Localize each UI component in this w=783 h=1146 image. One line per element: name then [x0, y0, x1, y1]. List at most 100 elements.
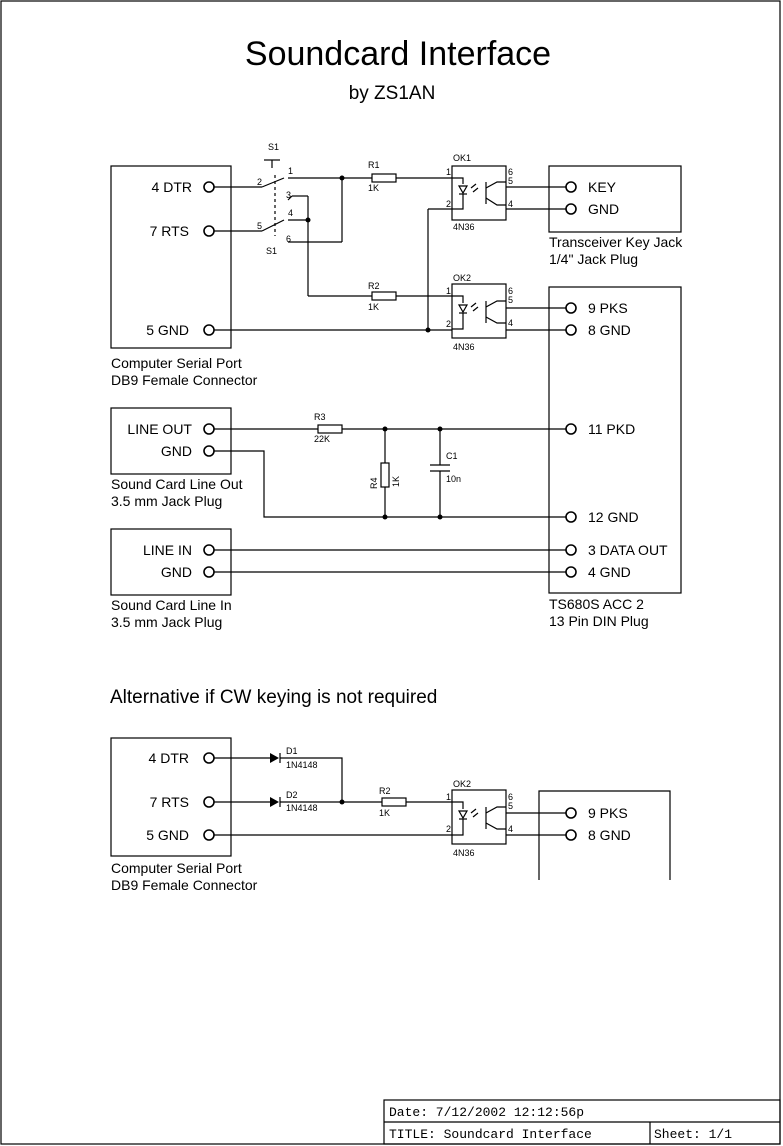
acc2-pin-9	[565, 302, 577, 314]
svg-text:6: 6	[508, 167, 513, 177]
junction-gnd	[425, 327, 431, 333]
acc2-pin-3-label: 3 DATA OUT	[588, 542, 668, 558]
alternative-heading: Alternative if CW keying is not required	[110, 687, 437, 708]
line-out-pin	[203, 423, 215, 435]
svg-text:R4: R4	[369, 477, 379, 489]
svg-text:5: 5	[508, 176, 513, 186]
svg-text:4N36: 4N36	[453, 222, 475, 232]
svg-text:OK2: OK2	[453, 779, 471, 789]
svg-text:6: 6	[508, 792, 513, 802]
serial-pin-rts-label: 7 RTS	[150, 223, 189, 239]
acc2-pin-9-label: 9 PKS	[588, 300, 628, 316]
alt-serial-pin-gnd	[203, 829, 215, 841]
alt-serial-pin-rts-label: 7 RTS	[150, 794, 189, 810]
junction-r1	[339, 175, 345, 181]
line-in-pin-label: LINE IN	[143, 542, 192, 558]
title-block-date: Date: 7/12/2002 12:12:56p	[389, 1105, 584, 1120]
key-jack-box	[548, 165, 682, 233]
svg-text:S1: S1	[266, 246, 277, 256]
alt-serial-pin-gnd-label: 5 GND	[146, 827, 189, 843]
line-in-gnd-label: GND	[161, 564, 192, 580]
capacitor-c1: C1 10n	[430, 429, 461, 517]
resistor-r4: R4 1K	[369, 429, 401, 517]
svg-text:4N36: 4N36	[453, 848, 475, 858]
serial-pin-dtr	[203, 181, 215, 193]
serial-pin-rts	[203, 225, 215, 237]
svg-text:2: 2	[446, 199, 451, 209]
serial-pin-gnd	[203, 324, 215, 336]
svg-text:2: 2	[446, 319, 451, 329]
svg-text:D1: D1	[286, 746, 298, 756]
resistor-r2-alt: R2 1K	[379, 786, 452, 818]
svg-text:22K: 22K	[314, 434, 330, 444]
svg-text:1N4148: 1N4148	[286, 760, 318, 770]
serial-port-box	[110, 165, 232, 349]
svg-text:OK2: OK2	[453, 273, 471, 283]
svg-text:C1: C1	[446, 451, 458, 461]
svg-text:R2: R2	[379, 786, 391, 796]
acc2-pin-8-label: 8 GND	[588, 322, 631, 338]
alt-serial-pin-rts	[203, 796, 215, 808]
svg-text:6: 6	[286, 234, 291, 244]
optocoupler-ok2-alt: OK2 4N36 1 2 6 5 4	[446, 779, 513, 858]
alt-acc2-pin-8-label: 8 GND	[588, 827, 631, 843]
svg-text:1K: 1K	[391, 476, 401, 487]
serial-port-caption-2: DB9 Female Connector	[111, 372, 258, 388]
optocoupler-ok2: OK2 4N36 1 2 6 5 4	[446, 273, 513, 352]
svg-text:1K: 1K	[379, 808, 390, 818]
svg-text:3: 3	[286, 190, 291, 200]
key-jack-gnd-label: GND	[588, 201, 619, 217]
acc2-pin-8	[565, 324, 577, 336]
serial-pin-dtr-label: 4 DTR	[152, 179, 192, 195]
alt-serial-pin-dtr-label: 4 DTR	[149, 750, 189, 766]
svg-text:2: 2	[446, 824, 451, 834]
title-block: Date: 7/12/2002 12:12:56p TITLE: Soundca…	[383, 1099, 781, 1145]
svg-text:5: 5	[257, 221, 262, 231]
junction-r4-bottom	[382, 514, 388, 520]
serial-pin-gnd-label: 5 GND	[146, 322, 189, 338]
alt-acc2-box	[538, 790, 671, 880]
key-jack-pin-gnd	[565, 203, 577, 215]
svg-text:2: 2	[257, 177, 262, 187]
acc2-pin-11-label: 11 PKD	[588, 421, 635, 437]
schematic-subtitle: by ZS1AN	[349, 83, 436, 104]
acc2-box	[548, 286, 682, 594]
acc2-pin-12-label: 12 GND	[588, 509, 639, 525]
key-jack-pin-key	[565, 181, 577, 193]
svg-text:R1: R1	[368, 160, 380, 170]
svg-text:1: 1	[446, 286, 451, 296]
alt-acc2-pin-9	[565, 807, 577, 819]
line-out-gnd-label: GND	[161, 443, 192, 459]
line-in-caption-1: Sound Card Line In	[111, 597, 232, 613]
line-in-gnd-pin	[203, 566, 215, 578]
acc2-pin-4	[565, 566, 577, 578]
key-jack-caption-2: 1/4" Jack Plug	[549, 251, 638, 267]
acc2-pin-4-label: 4 GND	[588, 564, 631, 580]
junction-s1	[305, 217, 311, 223]
line-in-pin	[203, 544, 215, 556]
key-jack-key-label: KEY	[588, 179, 617, 195]
diode-d1: D1 1N4148	[214, 746, 343, 802]
line-out-gnd-pin	[203, 445, 215, 457]
svg-text:10n: 10n	[446, 474, 461, 484]
acc2-pin-11	[565, 423, 577, 435]
key-jack-caption-1: Transceiver Key Jack	[549, 234, 683, 250]
alt-serial-pin-dtr	[203, 752, 215, 764]
svg-text:R2: R2	[368, 281, 380, 291]
svg-text:4N36: 4N36	[453, 342, 475, 352]
line-in-caption-2: 3.5 mm Jack Plug	[111, 614, 222, 630]
resistor-r2: R2 1K	[308, 281, 452, 312]
optocoupler-ok1: OK1 4N36 1 2 6 5 4	[446, 153, 513, 232]
acc2-pin-12	[565, 511, 577, 523]
diode-d2: D2 1N4148	[214, 790, 382, 813]
svg-text:1: 1	[446, 792, 451, 802]
svg-text:D2: D2	[286, 790, 298, 800]
schematic-title: Soundcard Interface	[245, 35, 551, 73]
switch-s1: S1 S1 2 1 3 5 4 6	[214, 142, 343, 296]
line-out-box	[110, 407, 232, 475]
alt-serial-caption-2: DB9 Female Connector	[111, 877, 258, 893]
serial-port-caption-1: Computer Serial Port	[111, 355, 242, 371]
svg-text:5: 5	[508, 295, 513, 305]
